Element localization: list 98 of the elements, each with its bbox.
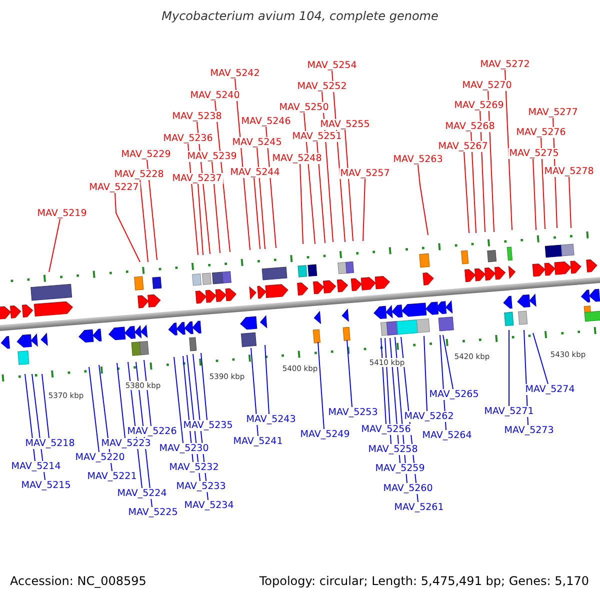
leader-line (116, 362, 126, 438)
gene-label: MAV_5229 (120, 149, 172, 160)
leader-line (212, 162, 220, 254)
leader-line (464, 152, 470, 234)
gene-label: MAV_5264 (421, 430, 473, 441)
leader-line (48, 218, 60, 272)
leader-line (198, 184, 204, 256)
gene-label: MAV_5252 (296, 81, 348, 92)
leader-line (200, 352, 208, 420)
gene-label: MAV_5260 (382, 483, 434, 494)
leader-line (254, 178, 260, 250)
leader-line (140, 180, 148, 262)
gene-label: MAV_5235 (182, 420, 234, 431)
leader-line (318, 342, 324, 430)
leader-line (88, 366, 100, 452)
gene-label: MAV_5272 (479, 59, 531, 70)
gene-label: MAV_5230 (158, 443, 210, 454)
leader-line (532, 158, 536, 230)
leader-line (300, 164, 304, 244)
gene-label: MAV_5244 (229, 167, 281, 178)
leader-line (488, 90, 494, 232)
gene-label: MAV_5248 (271, 153, 323, 164)
gene-label: MAV_5269 (453, 100, 505, 111)
leader-line (442, 334, 454, 390)
leader-line (256, 148, 266, 250)
gene-label: MAV_5271 (483, 406, 535, 417)
gene-label: MAV_5242 (209, 68, 261, 79)
gene-label: MAV_5253 (327, 407, 379, 418)
leader-line (24, 374, 36, 462)
leader-line (114, 192, 140, 262)
gene-label: MAV_5256 (360, 424, 412, 435)
leader-line (532, 332, 548, 384)
gene-label: MAV_5268 (444, 121, 496, 132)
gene-label: MAV_5255 (319, 119, 371, 130)
gene-label: MAV_5215 (20, 480, 72, 491)
gene-label: MAV_5274 (524, 384, 576, 395)
leader-line (146, 160, 158, 260)
leader-line (418, 164, 428, 236)
leader-line (264, 344, 270, 414)
gene-label: MAV_5227 (88, 182, 140, 193)
gene-label: MAV_5233 (175, 481, 227, 492)
gene-label: MAV_5221 (86, 471, 138, 482)
gene-label: MAV_5214 (10, 461, 62, 472)
gene-label: MAV_5265 (428, 389, 480, 400)
gene-label: MAV_5276 (515, 127, 567, 138)
leader-line (508, 330, 510, 406)
info-text: Topology: circular; Length: 5,475,491 bp; Genes: 5,170 (258, 574, 590, 588)
leader-line (424, 336, 428, 412)
gene-label: MAV_5246 (240, 116, 292, 127)
gene-label: MAV_5251 (291, 131, 343, 142)
leader-line (540, 138, 546, 230)
gene-label: MAV_5258 (367, 444, 419, 455)
gene-label: MAV_5245 (231, 137, 283, 148)
gene-label: MAV_5226 (126, 426, 178, 437)
map-title: Mycobacterium avium 104, complete genome (160, 9, 440, 23)
leader-line (344, 130, 354, 242)
gene-label: MAV_5232 (168, 462, 220, 473)
gene-label: MAV_5267 (437, 141, 489, 152)
leader-line (380, 338, 386, 424)
leader-line (250, 348, 258, 436)
gene-label: MAV_5254 (306, 60, 358, 71)
leader-line (504, 70, 512, 230)
leader-line (144, 360, 152, 426)
gene-label: MAV_5238 (171, 111, 223, 122)
gene-label: MAV_5243 (245, 414, 297, 425)
gene-label: MAV_5241 (232, 436, 284, 447)
gene-label: MAV_5224 (116, 488, 168, 499)
leader-line (346, 340, 352, 408)
gene-label: MAV_5257 (339, 168, 391, 179)
gene-label: MAV_5277 (527, 107, 579, 118)
gene-label: MAV_5237 (171, 173, 223, 184)
gene-label: MAV_5261 (393, 502, 445, 513)
gene-label: MAV_5234 (183, 500, 235, 511)
gene-label: MAV_5259 (374, 463, 426, 474)
info-text: Accession: NC_008595 (9, 574, 148, 588)
gene-label: MAV_5249 (299, 429, 351, 440)
gene-label: MAV_5223 (100, 438, 152, 449)
leader-line (174, 356, 184, 444)
gene-label: MAV_5236 (162, 133, 214, 144)
leader-line (316, 142, 326, 244)
gene-label: MAV_5250 (278, 102, 330, 113)
gene-label: MAV_5240 (189, 90, 241, 101)
gene-label: MAV_5218 (24, 438, 76, 449)
gene-label: MAV_5228 (113, 169, 165, 180)
leader-line (568, 176, 572, 228)
gene-label: MAV_5263 (392, 154, 444, 165)
gene-label: MAV_5220 (74, 452, 126, 463)
gene-label: MAV_5239 (186, 151, 238, 162)
gene-label: MAV_5270 (461, 80, 513, 91)
gene-label: MAV_5225 (127, 507, 179, 518)
leader-line (362, 178, 366, 242)
leader-line (470, 132, 476, 234)
gene-label: MAV_5275 (508, 148, 560, 159)
gene-label: MAV_5278 (543, 166, 595, 177)
gene-label: MAV_5262 (403, 411, 455, 422)
gene-label: MAV_5273 (503, 425, 555, 436)
leader-line (42, 374, 50, 438)
gene-label: MAV_5219 (36, 208, 88, 219)
